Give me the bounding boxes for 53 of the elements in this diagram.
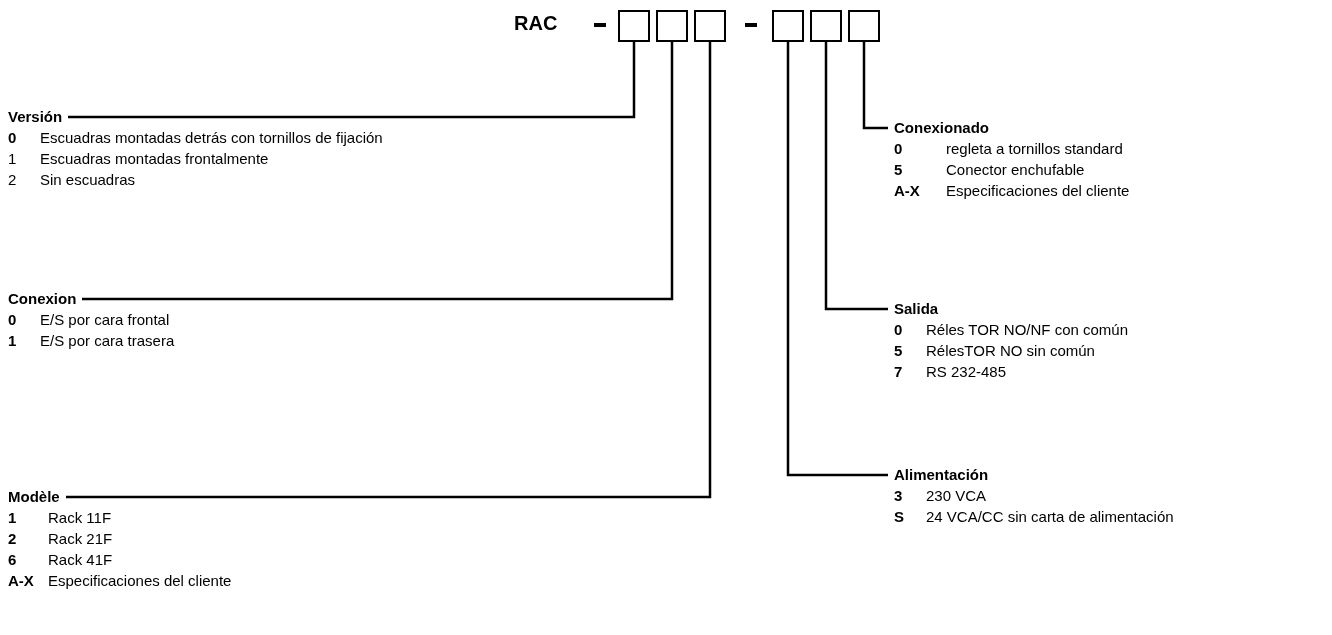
option-description: E/S por cara trasera [40, 332, 175, 350]
connector-line [786, 42, 888, 477]
option-code: 2 [8, 171, 18, 189]
product-code-prefix: RAC [514, 12, 558, 35]
option-heading: Salida [888, 300, 945, 318]
connector-line [68, 42, 636, 119]
option-code: 0 [8, 129, 18, 147]
option-code: 5 [894, 161, 904, 179]
option-description: RS 232-485 [926, 363, 1008, 381]
code-digit-box [848, 10, 880, 42]
connector-line [824, 42, 888, 311]
option-description: Rack 11F [48, 509, 113, 527]
option-code: 1 [8, 509, 18, 527]
option-description: Réles TOR NO/NF con común [926, 321, 1128, 339]
code-digit-box [772, 10, 804, 42]
option-description: 24 VCA/CC sin carta de alimentación [926, 508, 1174, 526]
connector-line [862, 42, 888, 130]
option-code: 0 [894, 140, 904, 158]
option-code: 6 [8, 551, 18, 569]
option-description: 230 VCA [926, 487, 988, 505]
connector-line [82, 42, 674, 301]
option-code: 3 [894, 487, 904, 505]
code-digit-box [656, 10, 688, 42]
option-code: 5 [894, 342, 904, 360]
option-description: RélesTOR NO sin común [926, 342, 1096, 360]
option-code: 0 [8, 311, 18, 329]
option-code: A-X [8, 572, 35, 590]
option-heading: Conexionado [888, 119, 995, 137]
code-digit-box [810, 10, 842, 42]
option-description: Escuadras montadas detrás con tornillos de fijación [40, 129, 383, 147]
option-description: Especificaciones del cliente [946, 182, 1130, 200]
option-code: 2 [8, 530, 18, 548]
option-description: E/S por cara frontal [40, 311, 171, 329]
option-code: 0 [894, 321, 904, 339]
option-code: 1 [8, 332, 18, 350]
option-description: Sin escuadras [40, 171, 137, 189]
option-heading: Modèle [2, 488, 66, 506]
option-heading: Versión [2, 108, 69, 126]
connector-line [66, 42, 712, 499]
option-description: Escuadras montadas frontalmente [40, 150, 270, 168]
option-code: S [894, 508, 905, 526]
option-heading: Alimentación [888, 466, 995, 484]
option-description: regleta a tornillos standard [946, 140, 1124, 158]
option-code: 1 [8, 150, 18, 168]
option-code: 7 [894, 363, 904, 381]
code-digit-box [694, 10, 726, 42]
option-code: A-X [894, 182, 921, 200]
option-description: Rack 21F [48, 530, 114, 548]
option-description: Rack 41F [48, 551, 114, 569]
code-digit-box [618, 10, 650, 42]
option-description: Especificaciones del cliente [48, 572, 232, 590]
option-description: Conector enchufable [946, 161, 1086, 179]
option-heading: Conexion [2, 290, 83, 308]
